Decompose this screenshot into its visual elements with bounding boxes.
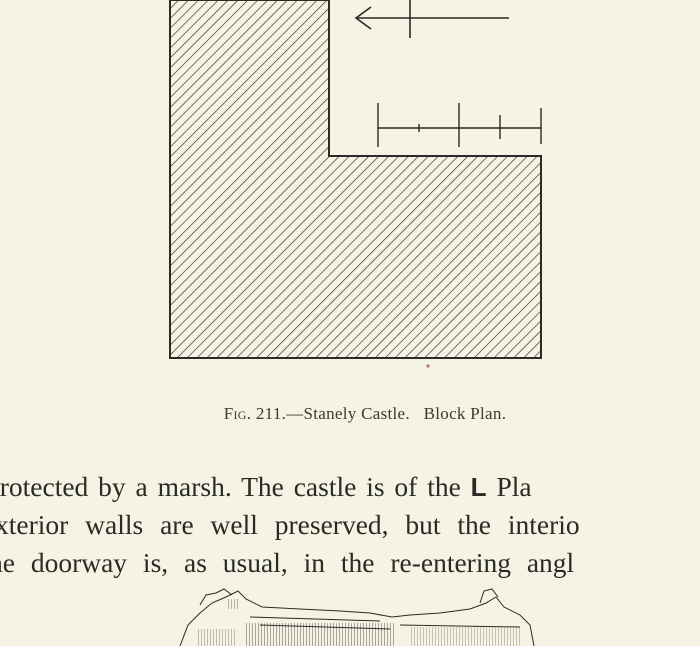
text-line-3: he doorway is, as usual, in the re-enter… bbox=[0, 547, 575, 578]
l-plan-shape bbox=[169, 0, 542, 359]
scale-bar bbox=[377, 103, 542, 147]
north-arrow-icon bbox=[354, 0, 509, 38]
l-plan-glyph: L bbox=[470, 472, 487, 502]
text-line-1: protected by a marsh. The castle is of t… bbox=[0, 471, 532, 502]
figure-label: Fig. 211. bbox=[223, 404, 287, 423]
body-paragraph: protected by a marsh. The castle is of t… bbox=[0, 468, 700, 582]
block-plan-figure bbox=[169, 0, 542, 368]
figure-title: —Stanely Castle. bbox=[286, 404, 410, 423]
figure-subtitle: Block Plan. bbox=[423, 404, 507, 423]
text-line-2: xterior walls are well preserved, but th… bbox=[0, 509, 580, 540]
ink-speck bbox=[426, 364, 430, 368]
figure-caption: Fig. 211.—Stanely Castle. Block Plan. bbox=[0, 404, 700, 424]
castle-engraving bbox=[179, 588, 535, 646]
